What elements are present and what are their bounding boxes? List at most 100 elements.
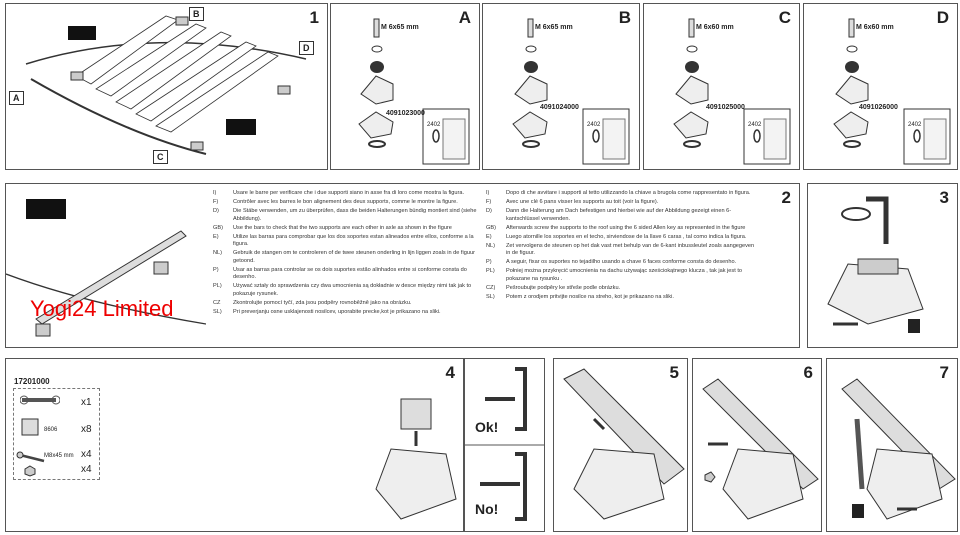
step-number: 1 — [309, 8, 319, 27]
lang-code: P) — [486, 259, 492, 266]
lang-code: D) — [213, 207, 219, 214]
instruction-text: Dann die Halterung am Dach befestigen un… — [506, 207, 732, 222]
bolt-qty: x4 — [81, 449, 92, 460]
bolt-spec: M8x45 mm — [44, 453, 74, 459]
ok-label: Ok! — [475, 419, 499, 435]
panel-step-3: 3 — [807, 183, 958, 348]
lang-code: I) — [486, 190, 490, 196]
lang-code: E) — [486, 233, 492, 240]
clip-icon — [21, 418, 39, 436]
support-letter: C — [778, 8, 791, 27]
instruction-text: A seguir, fixar os suportes no tejadilho… — [506, 259, 737, 266]
lang-code: D) — [486, 207, 492, 214]
correct-wrong-clip-illustration — [465, 367, 545, 521]
support-letter: B — [618, 8, 631, 27]
panel-support-c: C M 6x60 mm 4091025000 2402 — [643, 3, 800, 170]
label-b: B — [189, 7, 204, 21]
bolt-spec: M 6x60 mm — [696, 24, 734, 31]
clip-qty: x8 — [81, 424, 92, 435]
lang-code: P) — [213, 266, 219, 273]
instruction-text: Pešroubujte podpěry ke střeše podle obrá… — [506, 284, 621, 291]
support-letter: A — [458, 8, 471, 27]
wrench-icon — [20, 395, 60, 405]
step-number: 4 — [445, 363, 455, 382]
step-number: 6 — [803, 363, 813, 382]
lang-code: SL) — [213, 308, 222, 315]
instructions-fix-list: I) Dopo di che avvitare i supporti al tet… — [486, 190, 756, 303]
panel-ok-no: Ok! No! — [464, 358, 545, 532]
lang-code: GB) — [213, 224, 223, 231]
label-d: D — [299, 41, 314, 55]
label-c: C — [153, 150, 168, 164]
panel-step-2: 2 I)Usare le barre per verificare che i … — [5, 183, 800, 348]
allen-key-tightening-illustration — [827, 196, 924, 333]
lang-code: SL) — [486, 293, 495, 300]
lang-code: NL) — [486, 242, 496, 249]
support-foot-exploded-icon — [512, 18, 630, 165]
panel-support-b: B M 6x65 mm 4091024000 2402 — [482, 3, 640, 170]
instruction-text: Połniej można przykręcić umocnienia na d… — [506, 268, 742, 282]
lang-code: F) — [213, 198, 219, 205]
nut-icon — [24, 465, 36, 477]
lang-code: GB) — [486, 224, 496, 231]
instruction-text: Luego atornille los soportes en el techo… — [506, 233, 747, 240]
instruction-text: Avec une clé 6 pans visser les supports … — [506, 198, 659, 205]
pad-code: 2402 — [427, 122, 441, 128]
panel-step-7: 7 — [826, 358, 958, 532]
support-foot-exploded-icon — [833, 18, 951, 165]
lang-code: NL) — [213, 250, 223, 257]
instruction-text: Gebruik de stangen om te controleren of … — [233, 250, 475, 264]
wrench-tightening-illustration — [841, 378, 956, 520]
label-a: A — [9, 91, 24, 105]
panel-step-6: 6 — [692, 358, 822, 532]
instruction-text: Pri preverjanju osne usklajenosti nosilc… — [233, 308, 441, 315]
bar-placement-illustration — [563, 368, 685, 520]
support-foot-exploded-icon — [673, 18, 791, 165]
instruction-text: Utilize las barras para comprobar que lo… — [233, 233, 474, 248]
step-number: 2 — [781, 188, 791, 207]
bolt-spec: M 6x65 mm — [535, 24, 573, 31]
roof-overview-illustration — [25, 15, 307, 155]
step-number: 5 — [669, 363, 679, 382]
instructions-align-list: I)Usare le barre per verificare che i du… — [213, 190, 478, 318]
bolt-icon — [16, 451, 45, 463]
instruction-text: Use the bars to check that the two suppo… — [233, 224, 452, 231]
panel-step-4: 4 17201000 — [5, 358, 464, 532]
bar-alignment-illustration — [6, 199, 206, 337]
instruction-text: Używać ształy do sprawdzenia czy dwa umo… — [233, 283, 472, 297]
lang-code: PL) — [486, 268, 495, 275]
step-number: 3 — [939, 188, 949, 207]
instruction-text: Zet vervolgens de steunen op het dak vas… — [506, 242, 755, 257]
bolt-spec: M 6x65 mm — [381, 24, 419, 31]
panel-support-a: A M 6x65 mm 4091023000 2402 — [330, 3, 480, 170]
pad-code: 2402 — [908, 122, 922, 128]
step-number: 7 — [939, 363, 949, 382]
instruction-text: Zkontrolujte pomocí tyčí, zda jsou podpě… — [233, 299, 412, 306]
lang-code: E) — [213, 233, 219, 240]
support-letter: D — [936, 8, 949, 27]
instruction-text: Usare le barre per verificare che i due … — [233, 190, 465, 196]
bolt-insertion-illustration — [702, 378, 819, 520]
instruction-text: Die Stäbe verwenden, um zu überprüfen, d… — [233, 207, 477, 222]
panel-step-1: 1 A B C D — [5, 3, 328, 170]
part-number: 4091026000 — [859, 104, 898, 111]
lang-code: CZ — [213, 299, 221, 306]
parts-kit-code: 17201000 — [14, 377, 50, 386]
part-number: 4091023000 — [386, 110, 425, 117]
panel-support-d: D M 6x60 mm 4091026000 2402 — [803, 3, 958, 170]
instruction-text: Potem z orodjem pritvijte nosilce na str… — [506, 293, 674, 300]
part-number: 4091025000 — [706, 104, 745, 111]
lang-code: PL) — [213, 283, 222, 290]
instruction-text: Contrôler avec les barres le bon alignem… — [233, 198, 458, 205]
clip-insertion-illustration — [375, 398, 457, 520]
pad-code: 2402 — [748, 122, 762, 128]
lang-code: F) — [486, 198, 492, 205]
instruction-text: Dopo di che avvitare i supporti al tetto… — [506, 190, 751, 196]
wrench-qty: x1 — [81, 397, 92, 408]
no-label: No! — [475, 501, 499, 517]
support-foot-exploded-icon — [358, 18, 470, 165]
instruction-text: Usar as barras para controlar se os dois… — [233, 266, 467, 281]
nut-qty: x4 — [81, 464, 92, 475]
panel-step-5: 5 — [553, 358, 688, 532]
lang-code: CZ) — [486, 284, 496, 291]
